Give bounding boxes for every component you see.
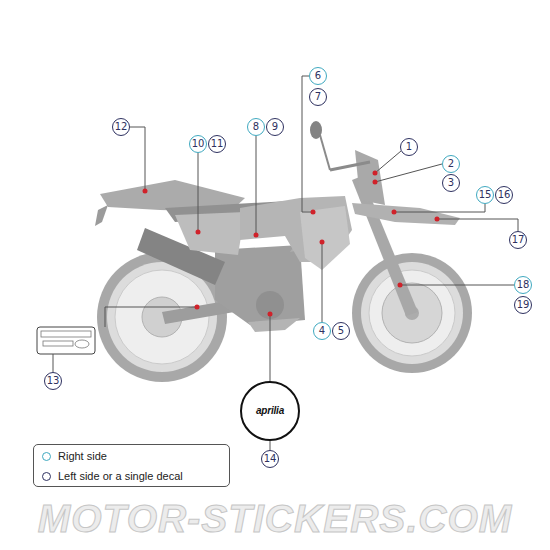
callout-number: 8	[247, 118, 265, 136]
callout-number: 17	[509, 231, 527, 249]
callout-number: 9	[266, 118, 284, 136]
callout-number: 18	[514, 276, 532, 294]
legend-swatch	[42, 452, 51, 461]
decal-frame	[37, 327, 95, 354]
leader-line	[437, 219, 518, 231]
callout-number: 3	[442, 174, 460, 192]
callout-number: 5	[332, 322, 350, 340]
leader-line	[375, 164, 442, 182]
decal-13	[37, 327, 95, 354]
position-dot	[398, 283, 403, 288]
leader-line	[322, 242, 323, 322]
position-dot	[320, 240, 325, 245]
leader-line	[53, 354, 54, 372]
callout-number: 16	[495, 186, 513, 204]
decal-band	[41, 331, 91, 337]
position-dot	[196, 230, 201, 235]
callout-number: 12	[112, 118, 130, 136]
motorcycle-body	[95, 121, 472, 382]
watermark: MOTOR-STICKERS.COM	[0, 497, 550, 541]
callout-label: 12	[115, 122, 128, 132]
leader-line	[375, 151, 401, 173]
position-dot	[435, 217, 440, 222]
legend-box: Right sideLeft side or a single decal	[33, 444, 230, 487]
position-dot	[195, 305, 200, 310]
handlebar	[330, 162, 370, 170]
callout-label: 2	[448, 159, 454, 169]
callout-number: 4	[313, 322, 331, 340]
plate-holder	[95, 205, 108, 226]
mirror	[310, 121, 322, 139]
engine	[215, 245, 305, 325]
callout-number: 19	[514, 296, 532, 314]
callout-number: 1	[400, 138, 418, 156]
callout-label: 10	[192, 139, 205, 149]
callout-number: 13	[44, 372, 62, 390]
position-dot	[373, 180, 378, 185]
position-dot	[143, 189, 148, 194]
leader-lines	[53, 76, 518, 381]
legend-entry: Left side or a single decal	[42, 470, 183, 482]
logo-text: aprilia	[256, 406, 284, 416]
callout-label: 5	[338, 326, 344, 336]
leader-line	[400, 285, 514, 286]
leader-line	[394, 204, 485, 212]
callout-label: 8	[253, 122, 259, 132]
callout-number: 11	[208, 135, 226, 153]
callout-number: 14	[261, 450, 279, 468]
callout-label: 19	[517, 300, 530, 310]
callout-label: 6	[315, 71, 321, 81]
skid-plate	[248, 318, 300, 332]
callout-number: 15	[476, 186, 494, 204]
headlight-plate	[355, 150, 385, 205]
callout-label: 4	[319, 326, 325, 336]
callout-label: 14	[264, 454, 277, 464]
position-dot	[268, 312, 273, 317]
decal-oval	[75, 340, 89, 348]
callout-label: 9	[272, 122, 278, 132]
side-panel	[175, 212, 245, 255]
legend-text: Right side	[58, 450, 107, 462]
callout-label: 11	[211, 139, 224, 149]
callout-number: 10	[189, 135, 207, 153]
legend-text: Left side or a single decal	[58, 470, 183, 482]
legend-entry: Right side	[42, 450, 107, 462]
position-dot	[373, 171, 378, 176]
callout-label: 1	[406, 142, 412, 152]
position-dot	[311, 210, 316, 215]
position-dot	[254, 233, 259, 238]
leader-line	[270, 314, 271, 381]
mirror-stem	[320, 135, 330, 170]
callout-label: 7	[315, 92, 321, 102]
leader-line	[256, 136, 257, 235]
radiator-scoop	[300, 206, 350, 270]
leader-line	[105, 307, 197, 327]
leader-line	[270, 441, 271, 450]
position-dots	[143, 171, 440, 317]
engine-cover	[256, 291, 284, 319]
callout-label: 16	[498, 190, 511, 200]
callout-number: 6	[309, 67, 327, 85]
leader-line	[130, 127, 145, 191]
position-dot	[392, 210, 397, 215]
callout-label: 18	[517, 280, 530, 290]
callout-number: 2	[442, 155, 460, 173]
decal-band	[43, 341, 73, 346]
callout-label: 17	[512, 235, 525, 245]
front-fender	[352, 203, 460, 225]
legend-swatch	[42, 472, 51, 481]
callout-label: 15	[479, 190, 492, 200]
leader-line	[198, 153, 199, 232]
callout-label: 13	[47, 376, 60, 386]
logo-decal: aprilia	[240, 381, 300, 441]
callout-label: 3	[448, 178, 454, 188]
callout-number: 7	[309, 88, 327, 106]
